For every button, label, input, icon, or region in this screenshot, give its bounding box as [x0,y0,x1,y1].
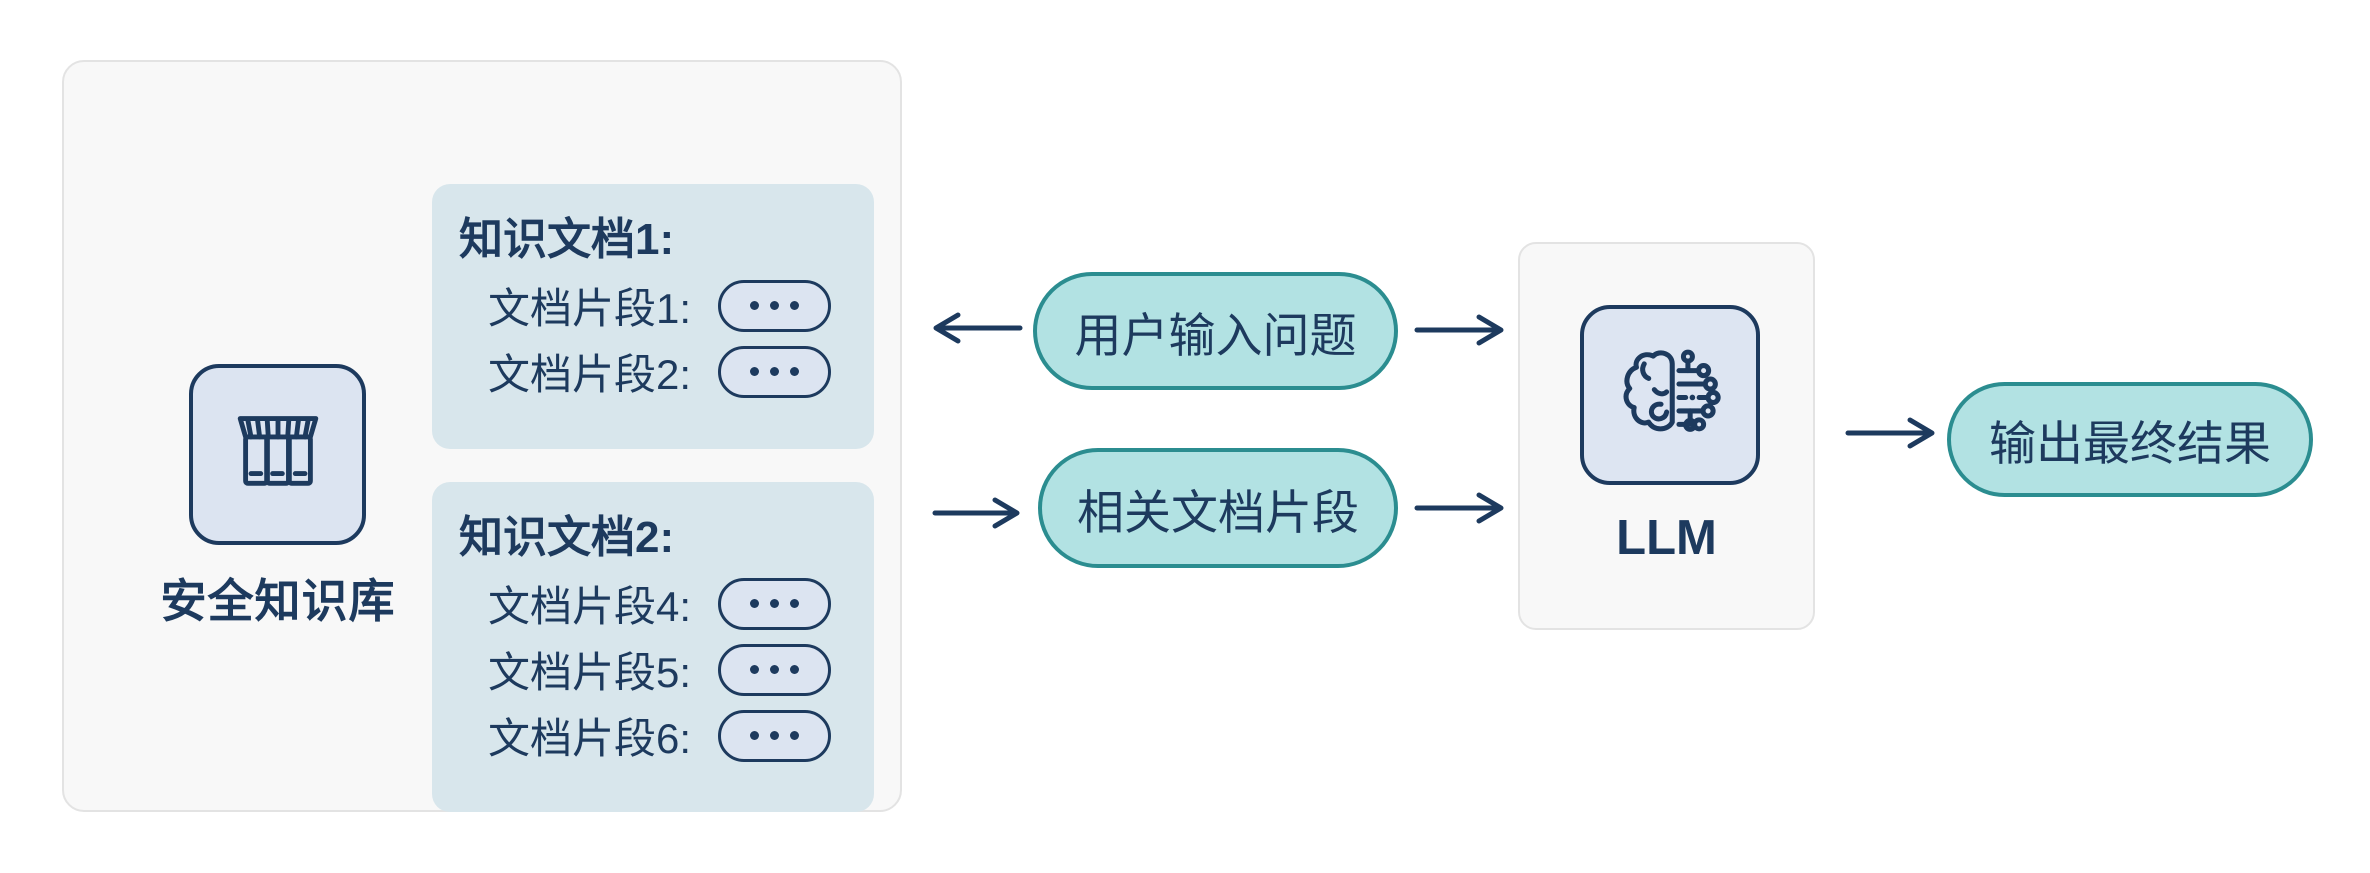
dot-icon [750,731,759,741]
arrow-query-to-llm [1412,312,1509,348]
dot-icon [790,665,799,675]
fragment-row: 文档片段6: [488,709,848,763]
dot-icon [770,301,779,311]
knowledge-document-1-box: 知识文档1: 文档片段1: 文档片段2: [432,184,874,449]
dot-icon [770,599,779,609]
fragment-row: 文档片段2: [488,345,848,399]
dot-icon [750,599,759,609]
library-books-icon [224,398,332,511]
llm-label: LLM [1616,511,1717,565]
dot-icon [790,301,799,311]
knowledge-document-2-box: 知识文档2: 文档片段4: 文档片段5: 文档片段6: [432,482,874,812]
fragment-label: 文档片段2: [488,351,692,399]
arrow-related-to-llm [1412,490,1509,526]
llm-icon-box [1580,305,1760,485]
dot-icon [750,301,759,311]
dot-icon [770,367,779,377]
knowledge-base-label: 安全知识库 [160,575,396,627]
dot-icon [790,599,799,609]
arrow-llm-to-output [1843,415,1940,451]
fragment-row: 文档片段1: [488,279,848,333]
ellipsis-pill [718,709,831,762]
knowledge-base-card: 安全知识库 知识文档1: 文档片段1: 文档片段2: [62,60,902,812]
fragment-label: 文档片段6: [488,715,692,763]
fragment-row: 文档片段5: [488,643,848,697]
fragment-label: 文档片段5: [488,649,692,697]
llm-card: LLM [1518,242,1815,630]
final-output-pill: 输出最终结果 [1947,382,2313,497]
knowledge-document-2-title: 知识文档2: [459,513,675,562]
fragment-label: 文档片段1: [488,285,692,333]
arrow-knowledge-base-to-related [930,495,1025,531]
fragment-label: 文档片段4: [488,583,692,631]
dot-icon [750,367,759,377]
user-query-pill: 用户输入问题 [1033,272,1398,390]
fragment-row: 文档片段4: [488,577,848,631]
dot-icon [770,731,779,741]
dot-icon [790,731,799,741]
related-fragments-pill: 相关文档片段 [1038,448,1398,568]
dot-icon [770,665,779,675]
ellipsis-pill [718,279,831,332]
brain-circuit-icon [1614,337,1726,454]
ellipsis-pill [718,577,831,630]
arrow-left-to-knowledge-base [930,310,1025,346]
dot-icon [750,665,759,675]
ellipsis-pill [718,345,831,398]
dot-icon [790,367,799,377]
ellipsis-pill [718,643,831,696]
knowledge-document-1-title: 知识文档1: [459,215,675,264]
knowledge-base-icon-box [189,364,366,545]
